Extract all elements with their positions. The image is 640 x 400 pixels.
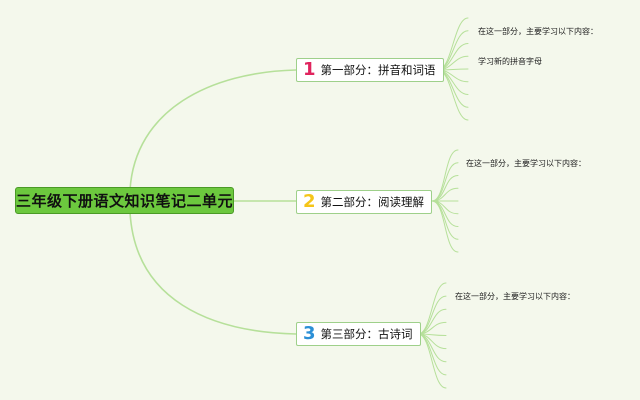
connector-fan-2-1 <box>431 149 459 202</box>
branch-label-3: 第三部分：古诗词 <box>320 327 413 341</box>
connector-root-to-branch-1 <box>129 69 297 191</box>
branch-number-3: 3 <box>303 323 316 344</box>
branch-label-1: 第一部分：拼音和词语 <box>320 63 436 77</box>
note-2-intro: 在这一部分，主要学习以下内容： <box>466 159 586 168</box>
connector-fan-3-1 <box>417 282 447 335</box>
root-topic[interactable]: 三年级下册语文知识笔记二单元 <box>15 187 234 214</box>
branch-number-2: 2 <box>303 191 316 212</box>
branch-number-1: 1 <box>303 59 316 80</box>
note-3-intro: 在这一部分，主要学习以下内容： <box>455 292 575 301</box>
branch-topic-1[interactable]: 1 第一部分：拼音和词语 <box>296 58 444 82</box>
note-1-item: 学习新的拼音字母 <box>478 57 542 66</box>
connector-fan-3-3 <box>417 308 447 335</box>
branch-topic-3[interactable]: 3 第三部分：古诗词 <box>296 322 421 346</box>
root-title: 三年级下册语文知识笔记二单元 <box>16 192 234 210</box>
connector-fan-3-8 <box>417 333 447 376</box>
connector-fan-2-9 <box>431 200 459 253</box>
note-1-intro: 在这一部分，主要学习以下内容： <box>478 27 598 36</box>
branch-topic-2[interactable]: 2 第二部分：阅读理解 <box>296 190 433 214</box>
connector-fan-3-9 <box>417 333 447 389</box>
connector-root-to-branch-3 <box>129 211 297 335</box>
branch-label-2: 第二部分：阅读理解 <box>320 195 425 209</box>
